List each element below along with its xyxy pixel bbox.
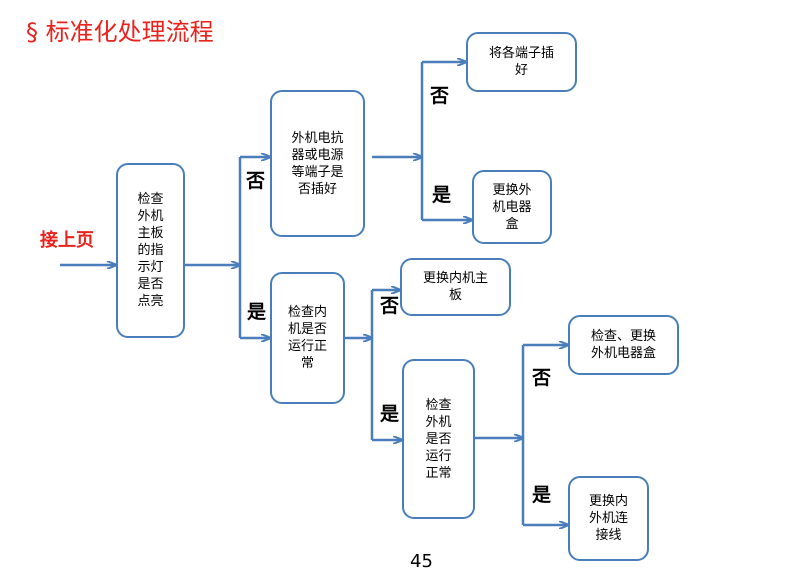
branch-label-1-no: 否	[246, 170, 266, 192]
node-check-replace-outdoor-box: 检查、更换 外机电器盒	[568, 315, 679, 375]
node-check-outdoor-running: 检查 外机 是否 运行 正常	[402, 359, 475, 519]
node-check-indoor-running: 检查内 机是否 运行正 常	[270, 272, 345, 404]
branch-label-2-no: 否	[430, 85, 450, 107]
node-replace-connection-wire: 更换内 外机连 接线	[568, 476, 649, 561]
branch-label-2-yes: 是	[432, 184, 452, 206]
node-replace-indoor-board: 更换内机主 板	[400, 258, 511, 316]
node-plug-terminals: 将各端子插 好	[466, 32, 577, 92]
node-check-terminals: 外机电抗 器或电源 等端子是 否插好	[270, 90, 365, 237]
branch-label-4-yes: 是	[532, 484, 552, 506]
entry-label: 接上页	[40, 230, 94, 251]
branch-label-3-yes: 是	[380, 403, 400, 425]
page-number: 45	[410, 551, 433, 572]
branch-label-1-yes: 是	[247, 301, 267, 323]
branch-label-3-no: 否	[380, 295, 400, 317]
branch-label-4-no: 否	[532, 367, 552, 389]
page-title: § 标准化处理流程	[26, 18, 214, 46]
node-check-indicator: 检查 外机 主板 的指 示灯 是否 点亮	[116, 163, 185, 338]
node-replace-outdoor-box: 更换外 机电器 盒	[472, 170, 552, 244]
